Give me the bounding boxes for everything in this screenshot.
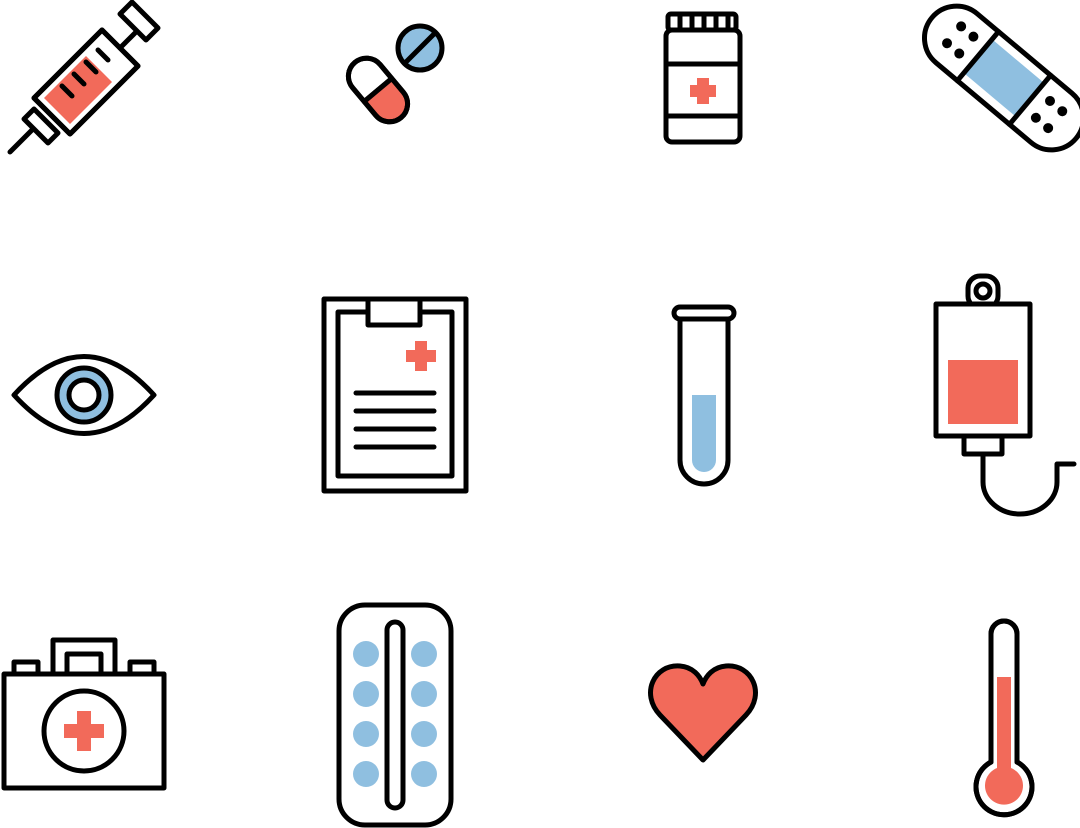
eye-icon	[11, 354, 157, 436]
medicine-bottle-icon	[663, 11, 743, 145]
blister-pack-icon	[336, 602, 454, 828]
bandage-icon	[922, 3, 1080, 153]
syringe-icon	[7, 0, 161, 155]
iv-bag-icon	[933, 273, 1077, 517]
pills-icon	[345, 23, 445, 125]
test-tube-icon	[671, 304, 737, 487]
thermometer-icon	[973, 618, 1035, 818]
first-aid-kit-icon	[1, 637, 167, 791]
clipboard-icon	[321, 296, 469, 494]
heart-icon	[648, 663, 758, 763]
